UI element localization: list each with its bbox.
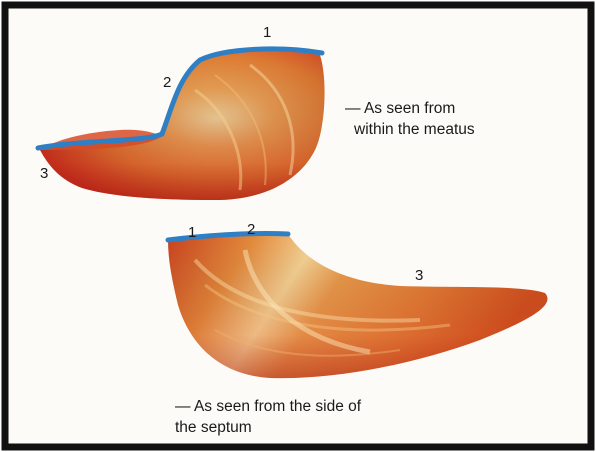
lower-marker-1: 1: [188, 224, 196, 241]
upper-marker-1: 1: [263, 24, 271, 41]
upper-caption-line1: — As seen from: [345, 100, 455, 117]
lower-marker-3: 3: [415, 267, 423, 284]
upper-caption-line2: within the meatus: [353, 121, 475, 138]
lower-caption-line1: — As seen from the side of: [175, 398, 362, 415]
upper-marker-2: 2: [163, 74, 171, 91]
upper-marker-3: 3: [40, 165, 48, 182]
lower-caption-line2: the septum: [175, 419, 252, 436]
lower-marker-2: 2: [247, 221, 255, 238]
